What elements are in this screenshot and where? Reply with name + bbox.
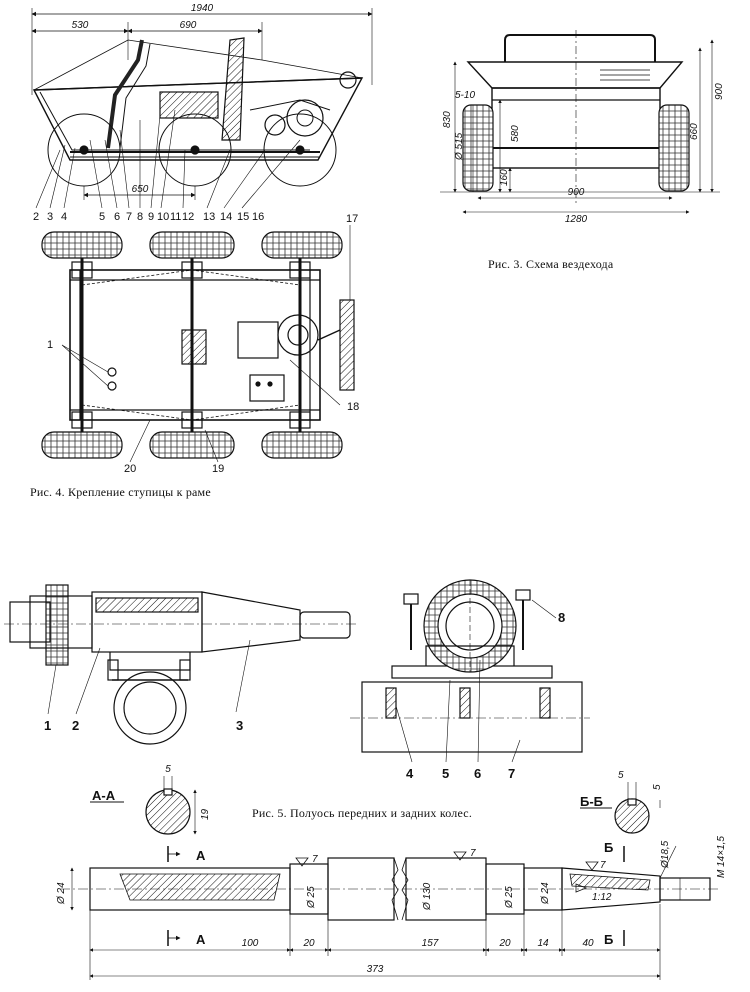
callout-1-plan: 1 (47, 339, 53, 351)
callout-5: 5 (99, 211, 105, 223)
dim-d25-right: Ø 25 (504, 886, 515, 909)
fig4-callout-3: 3 (236, 718, 243, 733)
callout-18: 18 (347, 401, 359, 413)
vehicle-side-view (31, 8, 373, 209)
dim-seat: 690 (180, 20, 197, 31)
callout-7: 7 (126, 211, 132, 223)
dim-d130: Ø 130 (422, 882, 433, 911)
hub-mounting-front-view (350, 579, 590, 763)
callout-8: 8 (137, 211, 143, 223)
dim-d25-left: Ø 25 (306, 886, 317, 909)
dim-tyre: 5-10 (455, 90, 475, 101)
dim-20-right: 20 (498, 938, 511, 949)
dim-overall: 1940 (191, 3, 214, 14)
dim-d185: Ø18,5 (660, 840, 671, 869)
callout-15: 15 (237, 211, 249, 223)
dim-aa-dia: 19 (200, 808, 211, 820)
dim-14: 14 (537, 938, 549, 949)
axle-shaft-drawing (60, 845, 720, 980)
dim-wheelbase: 650 (132, 184, 149, 195)
callout-13: 13 (203, 211, 215, 223)
dim-d24-left: Ø 24 (56, 882, 67, 905)
callout-3: 3 (47, 211, 53, 223)
rough-mark-1: 7 (312, 854, 318, 865)
dim-20-left: 20 (302, 938, 315, 949)
callout-20: 20 (124, 463, 136, 475)
front-view-dimensions: 5-10 Ø 515 830 580 660 900 160 900 1280 (442, 83, 725, 225)
dim-bb-key1: 5 (618, 770, 624, 781)
side-view-callouts: 2 3 4 5 6 7 8 9 10 11 12 13 14 15 16 (33, 211, 264, 223)
fig4-callout-1: 1 (44, 718, 51, 733)
dim-total-373: 373 (367, 964, 384, 975)
fig4-callout-8: 8 (558, 610, 565, 625)
dim-160: 160 (499, 169, 510, 186)
rough-mark-2: 7 (470, 848, 476, 859)
label-section-bb: Б-Б (580, 794, 603, 809)
dim-d515: Ø 515 (454, 132, 465, 161)
plan-view-callouts: 1 17 18 19 20 (47, 213, 359, 475)
fig4-callouts: 1 2 3 4 5 6 7 8 (44, 610, 565, 781)
section-bb (580, 782, 661, 834)
callout-17: 17 (346, 213, 358, 225)
vehicle-front-view (440, 30, 720, 214)
callout-2: 2 (33, 211, 39, 223)
dim-m14: M 14×1,5 (716, 836, 727, 878)
section-b-bottom: Б (604, 932, 613, 947)
dim-1280: 1280 (565, 214, 588, 225)
caption-fig4: Рис. 4. Крепление ступицы к раме (30, 485, 211, 499)
section-a-bottom: А (196, 932, 206, 947)
section-aa (90, 776, 197, 835)
section-b-top: Б (604, 840, 613, 855)
shaft-dimensions: А А Б Б Ø 24 Ø 25 Ø 130 Ø 25 Ø 24 Ø18,5 … (56, 836, 727, 975)
side-view-dimensions: 1940 530 690 650 (72, 3, 214, 195)
section-labels: А-А Б-Б 5 19 5 5 (92, 764, 663, 820)
callout-19: 19 (212, 463, 224, 475)
dim-bb-key2: 5 (652, 784, 663, 790)
callout-10: 10 (157, 211, 169, 223)
callout-16: 16 (252, 211, 264, 223)
caption-fig3: Рис. 3. Схема вездехода (488, 257, 614, 271)
caption-fig5: Рис. 5. Полуось передних и задних колес. (252, 806, 473, 820)
dim-900h: 900 (714, 83, 725, 100)
fig4-callout-5: 5 (442, 766, 449, 781)
section-a-top: А (196, 848, 206, 863)
dim-front: 530 (72, 20, 89, 31)
dim-830: 830 (442, 111, 453, 128)
dim-100: 100 (242, 938, 259, 949)
dim-taper: 1:12 (592, 892, 612, 903)
dim-900w: 900 (568, 187, 585, 198)
vehicle-plan-view (41, 225, 355, 463)
fig4-callout-7: 7 (508, 766, 515, 781)
dim-d24-right: Ø 24 (540, 882, 551, 905)
dim-580: 580 (510, 125, 521, 142)
hub-mounting-side-view (4, 584, 358, 745)
fig4-callout-2: 2 (72, 718, 79, 733)
dim-40: 40 (582, 938, 594, 949)
dim-660: 660 (689, 123, 700, 140)
dim-157: 157 (422, 938, 439, 949)
fig4-callout-6: 6 (474, 766, 481, 781)
callout-14: 14 (220, 211, 232, 223)
callout-4: 4 (61, 211, 67, 223)
callout-9: 9 (148, 211, 154, 223)
callout-12: 12 (182, 211, 194, 223)
dim-aa-key: 5 (165, 764, 171, 775)
callout-6: 6 (114, 211, 120, 223)
callout-11: 11 (170, 211, 181, 223)
label-section-aa: А-А (92, 788, 116, 803)
fig4-callout-4: 4 (406, 766, 414, 781)
rough-mark-3: 7 (600, 860, 606, 871)
